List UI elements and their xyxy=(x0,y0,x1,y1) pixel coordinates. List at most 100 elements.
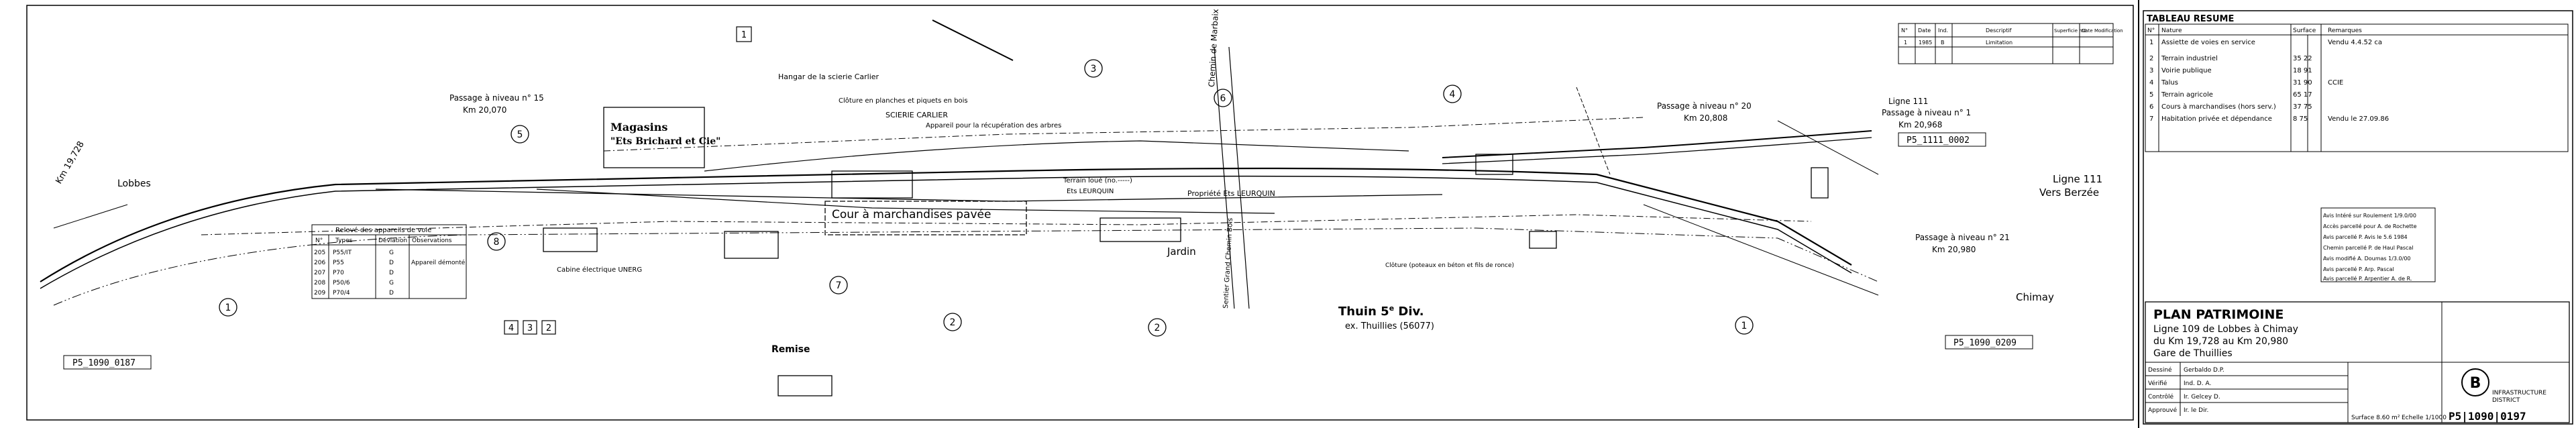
revision-cell: Limitation xyxy=(1986,40,2012,46)
circle-marker-2b xyxy=(1148,318,1167,337)
ex-thuillies-label: ex. Thuillies (56077) xyxy=(1345,321,1434,331)
circle-label-2a: 2 xyxy=(950,317,956,328)
releve-cell: D xyxy=(389,260,394,266)
ref-tags: P5_1090_0187 P5_1090_0209 P5_1111_0002 xyxy=(63,132,2033,370)
sig-role: Approuvé xyxy=(2148,407,2178,414)
circle-label-6: 6 xyxy=(1220,93,1226,104)
tableau-cell: Cours à marchandises (hors serv.) xyxy=(2161,103,2276,111)
infrabel-logo-letter: B xyxy=(2470,375,2481,392)
road-chemin-2 xyxy=(1228,46,1250,309)
sig-name: Ind. D. A. xyxy=(2184,380,2211,387)
cloture-bois-label: Clôture en planches et piquets en bois xyxy=(839,97,968,105)
tableau-cell: 3 xyxy=(2149,67,2153,74)
north-arrow-line xyxy=(932,19,1014,61)
tableau-h: N° xyxy=(2147,28,2155,34)
releve-h-1: Types xyxy=(335,237,353,244)
circle-marker-6 xyxy=(1214,89,1232,107)
releve-cell: P55/IT xyxy=(333,250,352,256)
circle-label-8: 8 xyxy=(494,237,500,248)
pn21-km-label: Km 20,980 xyxy=(1932,245,1976,254)
hangar-building xyxy=(831,170,913,199)
square-marker-3 xyxy=(523,320,537,335)
branch-track-111-b xyxy=(1442,137,1872,164)
releve-table-frame xyxy=(311,224,467,299)
revision-h: N° xyxy=(1901,28,1908,34)
branch-right-upper xyxy=(1777,120,1879,175)
square-marker-2 xyxy=(541,320,556,335)
tableau-cell: 6 xyxy=(2149,103,2153,111)
releve-table: Relevé des appareils de voie N° Types Dé… xyxy=(311,224,467,299)
infrabel-text-2: DISTRICT xyxy=(2492,397,2520,404)
tableau-cell: 4 xyxy=(2149,79,2153,87)
tableau-cell: Terrain agricole xyxy=(2161,91,2213,99)
cabine-label: Cabine électrique UNERG xyxy=(557,266,642,274)
releve-cell: P70 xyxy=(333,270,344,276)
tableau-cell: 35 22 xyxy=(2293,55,2312,62)
cartouche-line2: du Km 19,728 au Km 20,980 xyxy=(2153,336,2288,347)
square-marker-4 xyxy=(504,320,519,335)
ref-box-right-top xyxy=(1898,132,1986,147)
km-label: Km 19,728 xyxy=(54,140,86,186)
circle-marker-1b xyxy=(1735,316,1754,335)
building-small-right xyxy=(1529,231,1557,249)
releve-h-2: Déviation xyxy=(378,237,407,244)
ligne-right-label: Ligne 111 xyxy=(2053,173,2102,185)
magasins-building xyxy=(603,107,705,168)
pn21-label: Passage à niveau n° 21 xyxy=(1915,233,2010,242)
garage-building xyxy=(543,227,598,252)
road-lobbes xyxy=(53,204,128,229)
tableau-h: Surface xyxy=(2293,28,2316,34)
tableau-cell: 5 xyxy=(2149,91,2153,99)
releve-cell: Appareil démonté xyxy=(411,259,466,266)
magasins-label-2: "Ets Brichard et Cie" xyxy=(610,136,720,147)
circle-label-5: 5 xyxy=(517,129,523,140)
fence-dashed-upper xyxy=(603,117,1644,152)
revision-table-frame xyxy=(1898,23,2114,64)
appareil-label: Appareil pour la récupération des arbres xyxy=(926,121,1061,129)
cartouche-title: PLAN PATRIMOINE xyxy=(2153,307,2284,322)
shed-left xyxy=(724,231,779,259)
circle-label-2b: 2 xyxy=(1155,323,1161,333)
drawing-labels: Km 19,728 Lobbes Ligne 111 Vers Berzée C… xyxy=(54,9,2102,355)
road-chimay xyxy=(1643,204,1879,296)
releve-cell: P70/4 xyxy=(333,290,350,297)
magasins-label-1: Magasins xyxy=(610,121,667,133)
square-marker-labels: 1 4 3 2 xyxy=(508,30,747,333)
releve-cell: 205 xyxy=(314,250,325,256)
ets-leurquin-label: Ets LEURQUIN xyxy=(1067,188,1114,195)
tableau-h: Nature xyxy=(2161,28,2182,34)
tableau-h: Remarques xyxy=(2328,28,2362,34)
circle-label-4: 4 xyxy=(1450,89,1456,100)
terrain-loue-label: Terrain loué (no.-----) xyxy=(1063,176,1132,184)
circle-marker-7 xyxy=(829,276,848,295)
circle-marker-1a xyxy=(219,298,237,317)
building-far-right xyxy=(1811,167,1829,199)
tableau-cell: 1 xyxy=(2149,39,2153,46)
note-line: Avis parcellé P. Avis le 5.6 1984 xyxy=(2323,233,2408,240)
note-line: Avis Intéré sur Roulement 1/9.0/00 xyxy=(2323,212,2416,219)
pn15-label: Passage à niveau n° 15 xyxy=(449,93,544,103)
tableau-cell: 18 91 xyxy=(2293,67,2312,74)
plan-number: P5|1090|0197 xyxy=(2449,410,2526,423)
circle-label-7: 7 xyxy=(836,280,842,291)
releve-h-3: Observations xyxy=(412,237,452,244)
tableau-cell: 65 17 xyxy=(2293,91,2312,99)
siding-track-1 xyxy=(375,189,1443,202)
circle-marker-5 xyxy=(511,125,529,144)
echelle: Echelle 1/1000 xyxy=(2402,415,2447,421)
circle-marker-8 xyxy=(487,232,506,251)
remise-title: Remise xyxy=(771,344,810,355)
tableau-cell: 7 xyxy=(2149,115,2153,123)
superficie: Surface 8.60 m² xyxy=(2351,415,2400,421)
cour-area xyxy=(824,201,1027,235)
note-line: Avis parcellé P. Arpentier A. de R. xyxy=(2323,275,2412,282)
tableau-title: TABLEAU RESUME xyxy=(2147,14,2234,24)
infrabel-logo xyxy=(2461,368,2489,396)
tableau-cell: Habitation privée et dépendance xyxy=(2161,115,2272,123)
releve-h-0: N° xyxy=(315,237,323,244)
summary-frame xyxy=(2143,10,2573,425)
circle-marker-3 xyxy=(1084,59,1103,78)
jardin-label: Jardin xyxy=(1167,246,1196,258)
releve-cell: P55 xyxy=(333,260,344,266)
